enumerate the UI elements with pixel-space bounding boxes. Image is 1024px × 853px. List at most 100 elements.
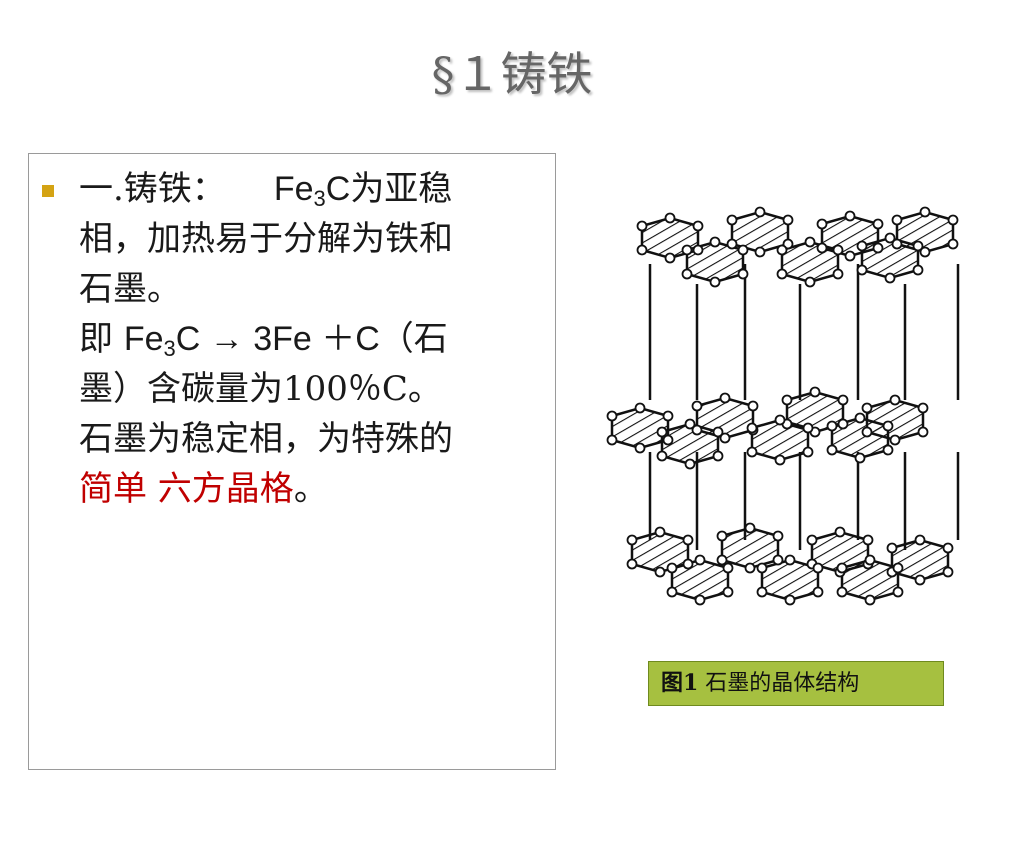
carbon-atom [746, 422, 758, 434]
carbon-atom [889, 434, 901, 446]
carbon-atom [776, 244, 788, 256]
carbon-atom [694, 594, 706, 606]
carbon-atom [694, 554, 706, 566]
carbon-atom [804, 236, 816, 248]
carbon-atom [662, 434, 674, 446]
carbon-atom [912, 240, 924, 252]
carbon-atom [682, 558, 694, 570]
body-line-6: 石墨为稳定相，为特殊的 [79, 419, 453, 459]
carbon-atom [836, 586, 848, 598]
carbon-atom [862, 534, 874, 546]
carbon-atom [722, 586, 734, 598]
carbon-atom [886, 542, 898, 554]
carbon-atom [772, 554, 784, 566]
carbon-atom [832, 244, 844, 256]
body-line-4: 即 Fe3C → 3Fe ＋C（石 [79, 319, 448, 361]
carbon-atom [709, 236, 721, 248]
carbon-atom [719, 432, 731, 444]
carbon-atom [656, 426, 668, 438]
carbon-atom [856, 240, 868, 252]
hexagon-ring [670, 558, 730, 602]
carbon-atom [722, 562, 734, 574]
carbon-atom [709, 276, 721, 288]
carbon-atom [891, 238, 903, 250]
carbon-atom [634, 442, 646, 454]
carbon-atom [654, 526, 666, 538]
carbon-atom [947, 238, 959, 250]
carbon-atom [664, 252, 676, 264]
carbon-atom [726, 214, 738, 226]
carbon-atom [816, 218, 828, 230]
carbon-atom [947, 214, 959, 226]
carbon-atom [737, 268, 749, 280]
carbon-atom [691, 424, 703, 436]
carbon-atom [834, 526, 846, 538]
carbon-atom [872, 218, 884, 230]
carbon-atom [891, 214, 903, 226]
carbon-atom [691, 400, 703, 412]
carbon-atom [747, 400, 759, 412]
carbon-atom [782, 214, 794, 226]
carbon-atom [719, 392, 731, 404]
carbon-atom [754, 246, 766, 258]
carbon-atom [737, 244, 749, 256]
carbon-atom [912, 264, 924, 276]
carbon-atom [917, 402, 929, 414]
carbon-atom [606, 434, 618, 446]
carbon-atom [662, 410, 674, 422]
graphite-crystal-structure-diagram [606, 206, 960, 606]
carbon-atom [864, 594, 876, 606]
formula-fe3c: Fe3C [273, 170, 351, 211]
carbon-atom [802, 422, 814, 434]
carbon-atom [854, 412, 866, 424]
carbon-atom [837, 418, 849, 430]
carbon-atom [784, 554, 796, 566]
carbon-atom [826, 444, 838, 456]
slide-title: §１铸铁 [431, 47, 593, 101]
body-line-1: 一.铸铁：Fe3C为亚稳 [79, 164, 549, 214]
carbon-atom [684, 418, 696, 430]
carbon-atom [882, 420, 894, 432]
carbon-atom [756, 586, 768, 598]
carbon-atom [816, 242, 828, 254]
carbon-atom [776, 268, 788, 280]
carbon-atom [884, 232, 896, 244]
carbon-atom [914, 534, 926, 546]
carbon-atom [716, 554, 728, 566]
carbon-atom [884, 272, 896, 284]
carbon-atom [919, 246, 931, 258]
carbon-atom [681, 268, 693, 280]
carbon-atom [892, 586, 904, 598]
body-line-1-suffix: 为亚稳 [350, 169, 453, 209]
carbon-atom [804, 276, 816, 288]
carbon-atom [856, 264, 868, 276]
carbon-atom [606, 410, 618, 422]
carbon-atom [656, 450, 668, 462]
hexagon-ring [860, 236, 920, 280]
carbon-atom [626, 534, 638, 546]
carbon-atom [744, 562, 756, 574]
carbon-atom [774, 414, 786, 426]
carbon-atom [826, 420, 838, 432]
carbon-atom [712, 450, 724, 462]
bullet-square-icon [42, 185, 54, 197]
carbon-atom [636, 220, 648, 232]
carbon-atom [802, 446, 814, 458]
body-line-2: 相，加热易于分解为铁和 [79, 219, 453, 259]
carbon-atom [746, 446, 758, 458]
carbon-atom [712, 426, 724, 438]
carbon-atom [837, 394, 849, 406]
carbon-atom [864, 554, 876, 566]
carbon-atom [942, 566, 954, 578]
carbon-atom [784, 594, 796, 606]
carbon-atom [812, 562, 824, 574]
body-line-7: 简单 六方晶格。 [79, 469, 328, 509]
figure-caption: 图1 石墨的晶体结构 [648, 661, 944, 706]
carbon-atom [836, 562, 848, 574]
carbon-atom [812, 586, 824, 598]
carbon-atom [844, 210, 856, 222]
carbon-atom [942, 542, 954, 554]
carbon-atoms [606, 206, 959, 606]
carbon-atom [744, 522, 756, 534]
carbon-atom [692, 220, 704, 232]
